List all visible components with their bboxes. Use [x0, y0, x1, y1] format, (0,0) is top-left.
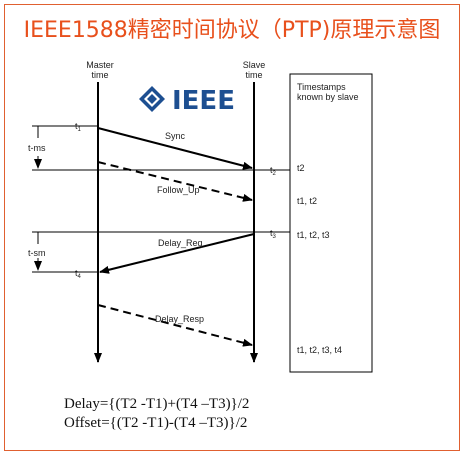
slave-label-line1: Slave	[242, 60, 266, 70]
t1-label: t1	[75, 121, 81, 135]
t3-label: t3	[270, 228, 276, 242]
t3-letter: t	[270, 228, 273, 238]
master-label-line1: Master	[86, 60, 114, 70]
sync-label: Sync	[165, 131, 186, 141]
t-ms-label: t-ms	[28, 143, 46, 153]
t-sm-label: t-sm	[28, 248, 46, 258]
delay-req-label: Delay_Req	[158, 238, 203, 248]
t2-label: t2	[270, 165, 276, 179]
known-list-3: t1, t2, t3	[297, 230, 330, 240]
t2-letter: t	[270, 165, 273, 175]
t4-letter: t	[75, 268, 78, 278]
t1-letter: t	[75, 121, 78, 131]
timestamps-header-line2: known by slave	[297, 92, 359, 102]
timestamps-box	[289, 73, 373, 373]
t3-subscript: 3	[272, 234, 276, 240]
offset-formula: Offset={(T2 -T1)-(T4 –T3)}/2	[64, 415, 248, 431]
t1-subscript: 1	[77, 127, 81, 133]
delay-resp-arrow	[97, 304, 253, 347]
sync-arrow	[97, 127, 253, 170]
ieee-logo-text: IEEE	[172, 86, 235, 116]
slave-label-line2: time	[245, 70, 263, 80]
delay-formula: Delay={(T2 -T1)+(T4 –T3)}/2	[64, 396, 250, 412]
follow-up-label: Follow_Up	[157, 185, 200, 195]
known-list-4: t1, t2, t3, t4	[297, 345, 343, 355]
delay-req-arrow	[99, 233, 255, 274]
diagram-frame	[4, 4, 460, 451]
follow-up-arrow	[97, 161, 253, 202]
master-time-label: Master time	[80, 60, 120, 80]
known-list-2: t1, t2	[297, 196, 318, 206]
master-label-line2: time	[91, 70, 109, 80]
timestamps-header-line1: Timestamps	[297, 82, 346, 92]
slave-time-label: Slave time	[234, 60, 274, 80]
known-list-1: t2	[297, 163, 305, 173]
t4-subscript: 4	[77, 274, 81, 280]
page-title: IEEE1588精密时间协议（PTP)原理示意图	[23, 18, 441, 43]
t2-subscript: 2	[272, 171, 276, 177]
t4-label: t4	[75, 268, 81, 282]
delay-resp-label: Delay_Resp	[155, 314, 205, 324]
timestamps-header: Timestamps known by slave	[297, 82, 359, 102]
